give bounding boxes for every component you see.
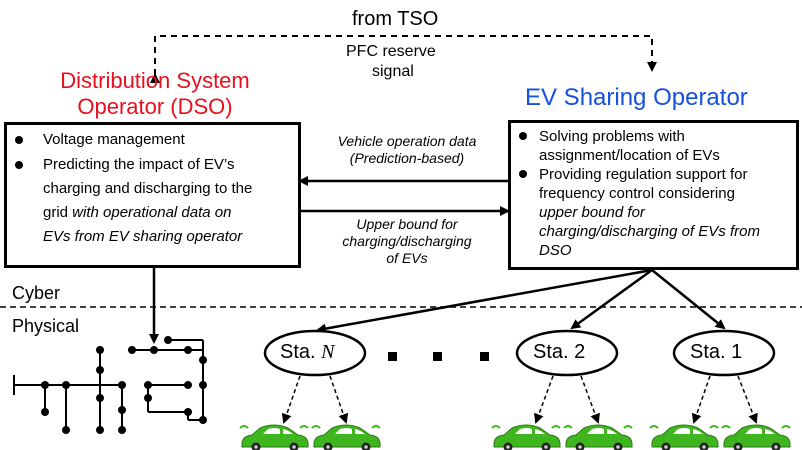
bullet-icon — [519, 132, 527, 140]
station-suffix: N — [321, 341, 335, 363]
dso-item-line: EVs from EV sharing operator — [43, 228, 243, 245]
ev-to-station-1-arrow — [651, 269, 726, 330]
station-2-node — [515, 329, 619, 377]
ev-car-icon — [311, 424, 381, 450]
station-to-car-arrow — [580, 375, 600, 424]
ev-item-line: frequency control considering — [539, 185, 735, 202]
bullet-icon — [519, 170, 527, 178]
arrow-label-line: charging/discharging — [342, 233, 472, 249]
station-prefix: Sta. — [690, 341, 732, 363]
tso-label: from TSO — [352, 8, 439, 30]
ev-to-station-2-arrow — [570, 268, 653, 330]
ev-item-line: DSO — [539, 242, 572, 259]
dso-item-line-part: grid — [43, 204, 69, 221]
dso-item-line: grid with operational data on — [43, 201, 298, 225]
ev-car-icon — [721, 424, 791, 450]
dso-item-predicting: Predicting the impact of EV’s charging a… — [15, 153, 298, 249]
dso-title: Distribution System Operator (DSO) — [30, 68, 280, 120]
ev-item-line: Providing regulation support for — [539, 166, 748, 183]
ev-car-icon — [239, 424, 309, 450]
station-n-label: Sta. N — [280, 341, 334, 364]
ev-car-icon — [649, 424, 719, 450]
ev-item-regulation: Providing regulation support for frequen… — [519, 165, 796, 260]
ev-item-line: charging/discharging of EVs from — [539, 223, 760, 240]
arrow-label-line: Upper bound for — [356, 216, 458, 232]
tso-dashed-line — [150, 35, 657, 83]
pfc-label-line2: signal — [372, 63, 414, 80]
station-1-node — [672, 329, 776, 377]
dso-title-line2: Operator (DSO) — [77, 94, 233, 119]
arrow-label-to-ev: Upper bound for charging/discharging of … — [322, 216, 492, 267]
station-prefix: Sta. — [280, 341, 322, 363]
ev-car-icon — [563, 424, 633, 450]
station-to-car-arrow — [691, 375, 711, 424]
ev-to-station-n-arrow — [316, 268, 653, 334]
station-to-car-arrow — [329, 375, 349, 424]
ev-item-line: assignment/location of EVs — [539, 147, 720, 164]
dso-item-voltage: Voltage management — [15, 130, 298, 150]
station-1-label: Sta. 1 — [690, 341, 742, 364]
bullet-icon — [15, 161, 23, 169]
ev-car-icon — [491, 424, 561, 450]
ev-item-solving: Solving problems with assignment/locatio… — [519, 127, 796, 165]
station-2-label: Sta. 2 — [533, 341, 585, 364]
ellipsis-square — [480, 352, 489, 361]
dso-title-line1: Distribution System — [60, 68, 250, 93]
station-suffix: 2 — [574, 341, 586, 363]
dso-box: Voltage management Predicting the impact… — [4, 122, 301, 268]
ellipsis-square — [433, 352, 442, 361]
dso-item-line: charging and discharging to the — [43, 180, 253, 197]
cyber-layer-label: Cyber — [12, 283, 61, 303]
station-to-car-arrow — [281, 375, 301, 424]
station-n-node — [263, 329, 367, 377]
station-to-car-arrow — [737, 375, 758, 424]
dso-item-line-part: with operational data on — [68, 204, 232, 221]
station-prefix: Sta. — [533, 341, 575, 363]
dso-item-line: Predicting the impact of EV’s — [43, 156, 235, 173]
arrow-label-to-dso: Vehicle operation data (Prediction-based… — [312, 133, 502, 167]
dso-item-text: Voltage management — [43, 131, 185, 148]
ev-car-group — [239, 424, 791, 450]
ev-operator-box: Solving problems with assignment/locatio… — [508, 120, 799, 270]
station-suffix: 1 — [731, 341, 743, 363]
ellipsis-square — [388, 352, 397, 361]
ev-operator-title: EV Sharing Operator — [525, 84, 748, 111]
bullet-icon — [15, 136, 23, 144]
physical-layer-label: Physical — [12, 316, 80, 336]
arrow-label-line: (Prediction-based) — [349, 150, 465, 166]
station-to-car-arrow — [534, 375, 554, 424]
pfc-label-line1: PFC reserve — [346, 43, 436, 60]
arrow-label-line: of EVs — [386, 250, 428, 266]
power-grid-icon — [13, 336, 207, 434]
ev-item-line: Solving problems with — [539, 128, 685, 145]
arrow-label-line: Vehicle operation data — [337, 133, 477, 149]
ev-item-line: upper bound for — [539, 204, 645, 221]
